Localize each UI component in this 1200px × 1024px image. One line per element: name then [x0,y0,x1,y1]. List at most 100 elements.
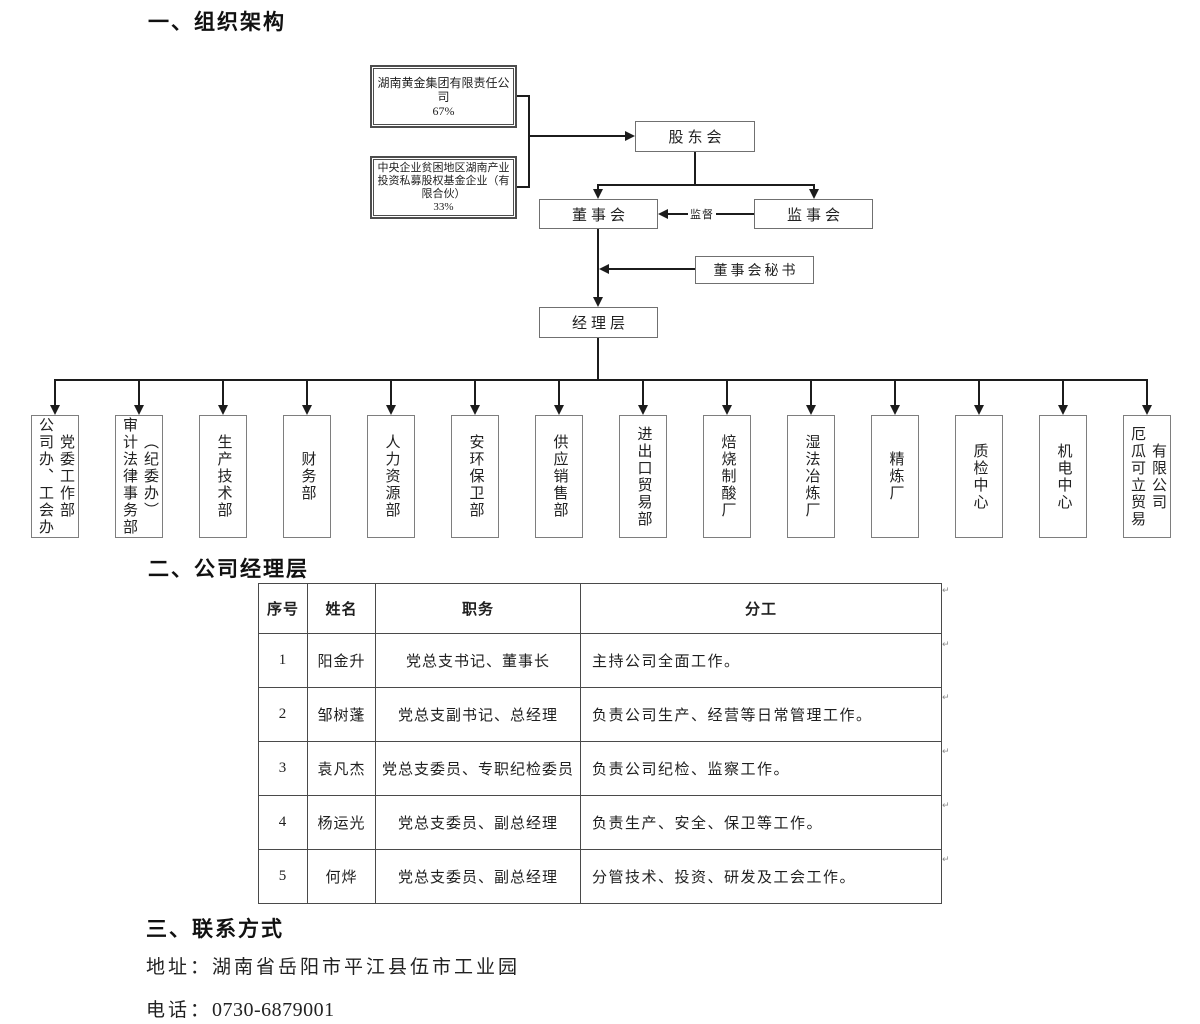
dept-label: 财务部 [299,451,316,502]
connector [138,379,140,406]
org-dept-mech-elec-center: 机电中心 [1039,415,1087,538]
dept-label: 供应销售部 [551,434,568,519]
arrow-down-icon [809,189,819,199]
cell-end-mark: ↵ [942,855,950,865]
cell-end-mark: ↵ [942,586,950,596]
cell-no: 3 [258,741,308,796]
org-node-board-secretary: 董事会秘书 [695,256,814,284]
dept-label: 湿法冶炼厂 [803,434,820,519]
arrow-down-icon [890,405,900,415]
dept-label: 生产技术部 [215,434,232,519]
arrow-right-icon [625,131,635,141]
cell-end-mark: ↵ [942,747,950,757]
org-dept-party-committee: 公司办、工会办党委工作部 [31,415,79,538]
section-3-heading: 三、联系方式 [146,918,284,941]
connector [597,184,599,190]
arrow-down-icon [50,405,60,415]
shareholder-1-name: 湖南黄金集团有限责任公司 [377,75,510,104]
col-header-name: 姓名 [307,583,376,634]
cell-position: 党总支委员、副总经理 [375,849,581,904]
org-node-shareholder-2: 中央企业贫困地区湖南产业 投资私募股权基金企业（有 限合伙） 33% [370,156,517,219]
dept-label: 党委工作部 [58,434,74,519]
cell-duty: 负责公司生产、经营等日常管理工作。 [580,687,942,742]
col-header-no: 序号 [258,583,308,634]
arrow-down-icon [470,405,480,415]
arrow-down-icon [302,405,312,415]
connector [528,95,530,188]
connector [597,184,815,186]
org-node-shareholder-1: 湖南黄金集团有限责任公司 67% [370,65,517,128]
cell-end-mark: ↵ [942,801,950,811]
cell-duty: 分管技术、投资、研发及工会工作。 [580,849,942,904]
arrow-down-icon [386,405,396,415]
shareholder-2-name-line: 中央企业贫困地区湖南产业 [377,161,510,174]
org-node-board: 董事会 [539,199,658,229]
connector [642,379,644,406]
dept-label: 审计法律事务部 [121,417,137,536]
arrow-down-icon [722,405,732,415]
connector [1062,379,1064,406]
org-node-supervisory-board: 监事会 [754,199,873,229]
table-header-row: 序号 姓名 职务 分工 [258,583,942,634]
connector [726,379,728,406]
arrow-down-icon [593,189,603,199]
connector [597,338,599,381]
org-dept-audit-legal: 审计法律事务部 （纪委办） [115,415,163,538]
cell-name: 杨运光 [307,795,376,850]
connector [694,152,696,186]
section-2-heading: 二、公司经理层 [148,558,309,581]
table-row: 4 杨运光 党总支委员、副总经理 负责生产、安全、保卫等工作。 [258,795,942,850]
dept-label: 安环保卫部 [467,434,484,519]
cell-name: 袁凡杰 [307,741,376,796]
org-dept-ecuador-trading: 厄瓜可立贸易有限公司 [1123,415,1171,538]
cell-position: 党总支副书记、总经理 [375,687,581,742]
cell-no: 5 [258,849,308,904]
dept-label: 人力资源部 [383,434,400,519]
connector [517,95,530,97]
contact-phone-label: 电话： [146,1000,213,1021]
connector [474,379,476,406]
shareholder-2-name-line: 投资私募股权基金企业（有 [377,174,510,187]
cell-duty: 负责生产、安全、保卫等工作。 [580,795,942,850]
arrow-down-icon [134,405,144,415]
connector [390,379,392,406]
cell-position: 党总支书记、董事长 [375,633,581,688]
cell-end-mark: ↵ [942,640,950,650]
dept-label: （纪委办） [142,434,158,519]
table-row: 5 何烨 党总支委员、副总经理 分管技术、投资、研发及工会工作。 [258,849,942,904]
dept-label: 有限公司 [1150,442,1166,511]
dept-label: 机电中心 [1055,442,1072,511]
arrow-down-icon [806,405,816,415]
org-dept-refinery: 精炼厂 [871,415,919,538]
shareholder-2-percent: 33% [433,200,454,213]
connector [558,379,560,406]
arrow-down-icon [218,405,228,415]
cell-position: 党总支委员、副总经理 [375,795,581,850]
org-dept-finance: 财务部 [283,415,331,538]
org-node-management-level: 经理层 [539,307,658,338]
org-dept-roasting-acid: 焙烧制酸厂 [703,415,751,538]
arrow-down-icon [638,405,648,415]
cell-duty: 主持公司全面工作。 [580,633,942,688]
connector [1146,379,1148,406]
dept-label: 厄瓜可立贸易 [1129,425,1145,528]
connector [597,229,599,299]
col-header-position: 职务 [375,583,581,634]
cell-duty: 负责公司纪检、监察工作。 [580,741,942,796]
contact-phone-number: 0730-6879001 [212,999,335,1021]
cell-end-mark: ↵ [942,693,950,703]
org-dept-safety-env: 安环保卫部 [451,415,499,538]
cell-position: 党总支委员、专职纪检委员 [375,741,581,796]
org-node-shareholders-meeting: 股东会 [635,121,755,152]
connector [306,379,308,406]
table-row: 1 阳金升 党总支书记、董事长 主持公司全面工作。 [258,633,942,688]
connector [222,379,224,406]
connector [54,379,1148,381]
dept-label: 进出口贸易部 [635,425,652,528]
cell-name: 阳金升 [307,633,376,688]
shareholder-1-percent: 67% [432,103,455,118]
col-header-duty: 分工 [580,583,942,634]
dept-label: 精炼厂 [887,451,904,502]
org-dept-production-tech: 生产技术部 [199,415,247,538]
dept-label: 焙烧制酸厂 [719,434,736,519]
